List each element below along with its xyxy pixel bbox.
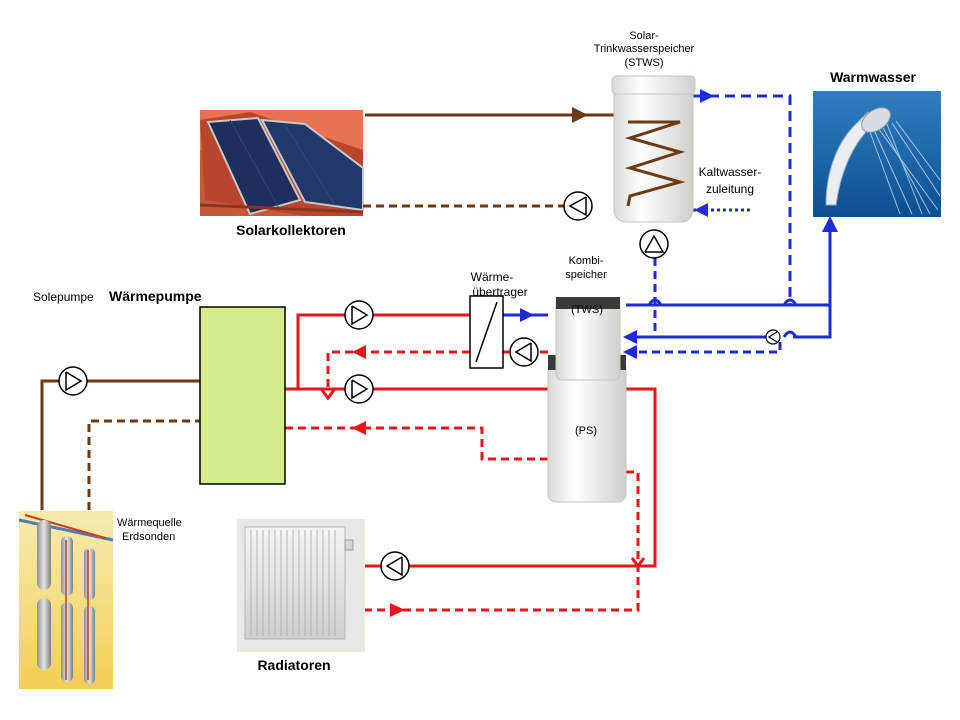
solar-flow-arrow (572, 107, 588, 123)
tws-in-arrow (520, 308, 534, 322)
heating-arrow-return (352, 345, 366, 359)
waermepumpe-label: Wärmepumpe (109, 288, 202, 304)
tws-circ-arrow (623, 345, 637, 359)
solar-collector-image (199, 110, 364, 216)
heat-exchanger (469, 295, 504, 369)
kaltwasser-label-line1: Kaltwasser- (699, 165, 762, 179)
hot-water-pipes (503, 94, 832, 354)
tws-label: (TWS) (571, 304, 603, 316)
stws-out-arrow (700, 89, 714, 103)
warmwater-arrow (822, 216, 838, 232)
circulation-pump (765, 329, 781, 345)
kaltwasser-label-line2: zuleitung (706, 182, 754, 196)
radiator-inflow-arrow (390, 603, 405, 617)
ground-probes-image (18, 511, 114, 689)
kombispeicher-label-line2: speicher (565, 269, 607, 281)
heating-arrow-ps-return (352, 421, 366, 435)
ps-label: (PS) (575, 425, 597, 437)
stws-label-line2: Trinkwasserspeicher (594, 43, 695, 55)
solar-heat-coil (624, 120, 686, 207)
radiator-pump (380, 551, 410, 581)
waermequelle-label-line2: Erdsonden (122, 531, 175, 543)
solar-storage-tank (611, 75, 696, 223)
cold-in-arrow (694, 203, 708, 217)
pipe-crossover-3 (782, 330, 798, 338)
brine-pipes (40, 113, 630, 510)
waermeuebertrager-label-line1: Wärme- (471, 270, 514, 284)
heat-exchanger-pump (344, 300, 374, 330)
heating-arrow-down-1 (320, 389, 336, 401)
stws-label-line1: Solar- (629, 30, 659, 42)
kombispeicher-label-line1: Kombi- (569, 255, 604, 267)
pipe-crossover-1 (647, 298, 663, 306)
warmwasser-label: Warmwasser (830, 69, 916, 85)
solar-pump (563, 191, 593, 221)
storage-charge-pump (344, 374, 374, 404)
stws-label-line3: (STWS) (624, 57, 663, 69)
solepumpe-label: Solepumpe (33, 290, 94, 304)
radiatoren-label: Radiatoren (257, 657, 330, 673)
solarkollektoren-label: Solarkollektoren (236, 222, 346, 238)
tws-out-arrow (623, 330, 637, 344)
shower-image (813, 91, 941, 217)
brine-pump (58, 366, 88, 396)
radiator-image (237, 519, 365, 652)
pipe-crossover-2 (782, 298, 798, 306)
heating-arrow-down-2 (630, 557, 646, 569)
waermequelle-label-line1: Wärmequelle (117, 517, 182, 529)
waermeuebertrager-label-line2: übertrager (472, 285, 527, 299)
tws-secondary-pump (509, 337, 539, 367)
heating-pipes (285, 313, 657, 612)
heat-pump-unit (199, 306, 286, 485)
stws-recharge-pump (639, 229, 669, 259)
combi-storage-tank (547, 297, 627, 503)
